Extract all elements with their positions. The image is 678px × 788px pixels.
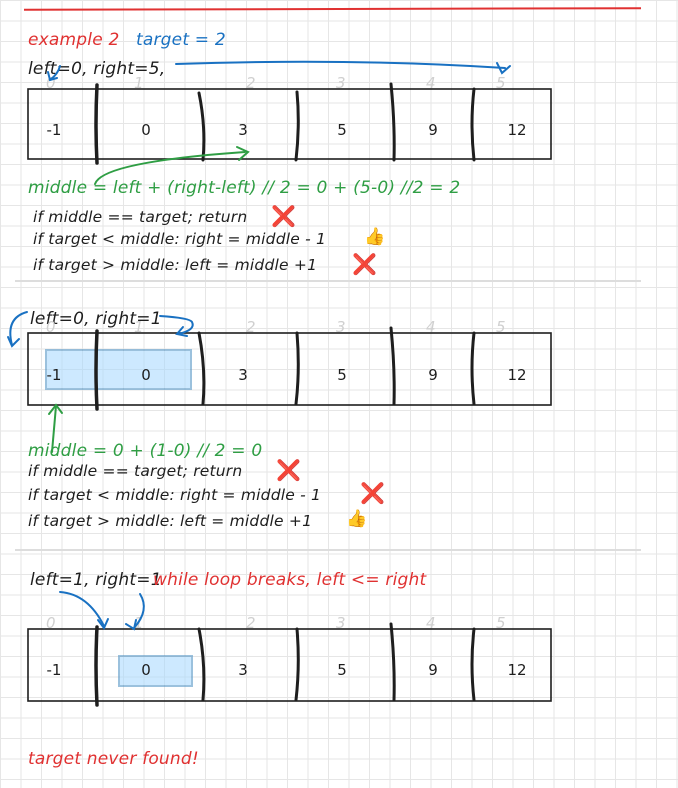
condition-greater-1: if target > middle: left = middle +1 xyxy=(33,256,318,274)
target-label: target = 2 xyxy=(136,30,226,50)
array-cell: 3 xyxy=(238,661,248,679)
condition-equal-2: if middle == target; return xyxy=(28,462,243,480)
array-cell: 9 xyxy=(428,121,438,139)
array-cell: 9 xyxy=(428,661,438,679)
index-label: 5 xyxy=(496,74,506,92)
array-cell: 12 xyxy=(507,661,527,679)
cross-icon: ❌ xyxy=(271,204,296,228)
array-cell: 3 xyxy=(238,121,248,139)
index-label: 4 xyxy=(426,318,436,336)
array-cell: 3 xyxy=(238,366,248,384)
middle-equation-1: middle = left + (right-left) // 2 = 0 + … xyxy=(28,178,461,198)
array-cell: -1 xyxy=(46,366,62,384)
right-pointer-arrow xyxy=(175,60,511,75)
header-rule xyxy=(23,7,642,11)
index-label: 4 xyxy=(426,74,436,92)
array-box xyxy=(27,622,552,707)
index-label: 1 xyxy=(134,318,144,336)
index-label: 4 xyxy=(426,614,436,632)
index-label: 3 xyxy=(336,318,346,336)
index-label: 5 xyxy=(496,318,506,336)
right-pointer-arrow xyxy=(159,315,194,337)
index-label: 1 xyxy=(134,614,144,632)
pointers-label-3: left=1, right=1 xyxy=(30,570,162,590)
cross-icon: ❌ xyxy=(352,252,377,276)
array-cell: 5 xyxy=(337,121,347,139)
array-cell: 0 xyxy=(141,121,151,139)
array-cell: 5 xyxy=(337,661,347,679)
section-divider xyxy=(15,549,641,551)
cross-icon: ❌ xyxy=(360,481,385,505)
array-cell: 0 xyxy=(141,366,151,384)
index-label: 2 xyxy=(246,614,256,632)
pointers-label-2: left=0, right=1 xyxy=(30,309,162,329)
index-label: 5 xyxy=(496,614,506,632)
array-box xyxy=(27,82,552,165)
thumbs-up-icon: 👍 xyxy=(364,227,386,247)
loop-break-note: while loop breaks, left <= right xyxy=(153,570,427,590)
array-cell: -1 xyxy=(46,661,62,679)
index-label: 0 xyxy=(46,318,56,336)
array-cell: 0 xyxy=(141,661,151,679)
conclusion-text: target never found! xyxy=(28,749,199,769)
index-label: 1 xyxy=(134,74,144,92)
array-cell: -1 xyxy=(46,121,62,139)
condition-greater-2: if target > middle: left = middle +1 xyxy=(28,512,313,530)
cross-icon: ❌ xyxy=(276,458,301,482)
left-pointer-arrow xyxy=(59,591,109,630)
array-cell: 9 xyxy=(428,366,438,384)
array-cell: 5 xyxy=(337,366,347,384)
thumbs-up-icon: 👍 xyxy=(346,509,368,529)
middle-equation-2: middle = 0 + (1-0) // 2 = 0 xyxy=(28,441,263,461)
index-label: 0 xyxy=(46,74,56,92)
condition-less-2: if target < middle: right = middle - 1 xyxy=(28,486,322,504)
array-cell: 12 xyxy=(507,121,527,139)
section-divider xyxy=(15,280,641,282)
left-pointer-arrow xyxy=(7,311,28,348)
index-label: 2 xyxy=(246,74,256,92)
example-label: example 2 xyxy=(28,30,120,50)
pointers-label-1: left=0, right=5, xyxy=(28,59,166,79)
index-label: 0 xyxy=(46,614,56,632)
index-label: 3 xyxy=(336,74,346,92)
index-label: 2 xyxy=(246,318,256,336)
index-label: 3 xyxy=(336,614,346,632)
condition-equal-1: if middle == target; return xyxy=(33,208,248,226)
array-cell: 12 xyxy=(507,366,527,384)
condition-less-1: if target < middle: right = middle - 1 xyxy=(33,230,327,248)
